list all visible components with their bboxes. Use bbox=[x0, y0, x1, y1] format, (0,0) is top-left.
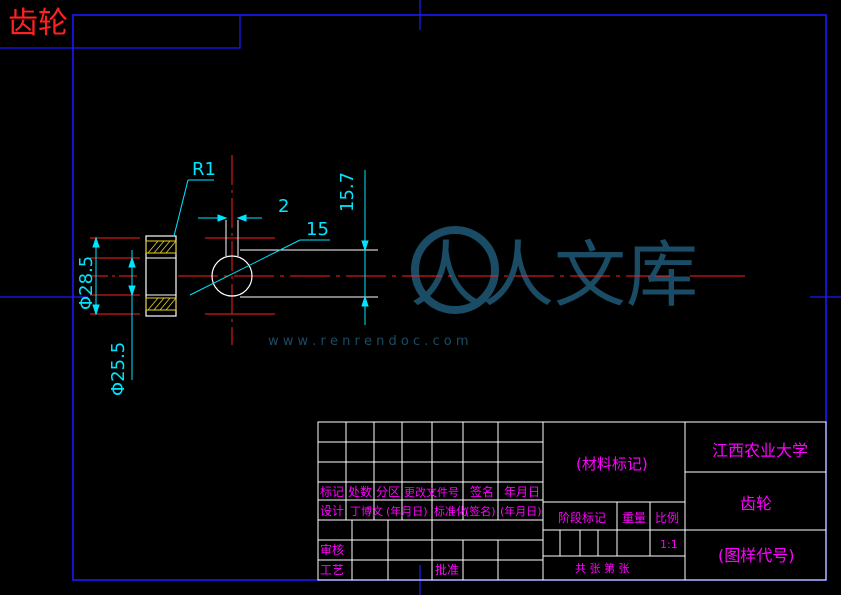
tb-header-0: 标记 bbox=[320, 485, 344, 499]
tb-design-1: 丁博文 bbox=[350, 504, 383, 518]
dimension-lines bbox=[92, 170, 369, 380]
tb-material: (材料标记) bbox=[576, 455, 648, 473]
tb-process: 工艺 bbox=[320, 563, 344, 577]
dim-width: 2 bbox=[278, 196, 289, 217]
tb-part-name: 齿轮 bbox=[740, 494, 772, 513]
tb-sheets: 共 张 第 张 bbox=[575, 561, 630, 575]
drawing-stamp-title: 齿轮 bbox=[8, 6, 68, 41]
tb-approve: 批准 bbox=[435, 562, 459, 577]
tb-header-1: 处数 bbox=[348, 484, 372, 499]
tb-university: 江西农业大学 bbox=[712, 441, 808, 460]
dim-outer-diameter: Φ28.5 bbox=[76, 256, 97, 310]
dim-inner-diameter: Φ25.5 bbox=[108, 342, 129, 396]
watermark: 人人文库 w w w . r e n r e n d o c . c o m bbox=[268, 226, 698, 349]
dimension-texts: R1 2 15 15.7 Φ28.5 Φ25.5 bbox=[76, 159, 358, 396]
tb-design-5: (年月日) bbox=[500, 504, 542, 518]
watermark-url: w w w . r e n r e n d o c . c o m bbox=[268, 334, 469, 349]
tb-weight: 重量 bbox=[622, 511, 646, 525]
stamp-box bbox=[0, 15, 241, 49]
tb-design-0: 设计 bbox=[320, 504, 344, 518]
tb-drawing-code: (图样代号) bbox=[718, 546, 795, 565]
title-block-text: 标记 处数 分区 更改文件号 签名 年月日 设计 丁博文 (年月日) 标准化 (… bbox=[320, 441, 808, 577]
tb-stage: 阶段标记 bbox=[558, 510, 606, 525]
dim-circle: 15 bbox=[306, 219, 329, 240]
gear-section bbox=[145, 220, 378, 317]
tb-header-3: 更改文件号 bbox=[404, 485, 459, 499]
tb-design-4: (签名) bbox=[465, 504, 496, 518]
tb-header-4: 签名 bbox=[470, 484, 494, 499]
tb-header-5: 年月日 bbox=[504, 485, 540, 499]
dim-depth: 15.7 bbox=[337, 172, 358, 212]
tb-scale-value: 1:1 bbox=[660, 538, 678, 551]
tb-scale: 比例 bbox=[655, 511, 679, 525]
tb-design-2: (年月日) bbox=[386, 504, 428, 518]
title-block-grid bbox=[317, 421, 827, 581]
dim-radius: R1 bbox=[192, 159, 216, 180]
tb-header-2: 分区 bbox=[376, 485, 400, 499]
watermark-text: 人人文库 bbox=[410, 233, 698, 317]
tb-design-3: 标准化 bbox=[434, 504, 467, 518]
tb-review: 审核 bbox=[320, 542, 344, 557]
center-lines bbox=[90, 155, 745, 345]
